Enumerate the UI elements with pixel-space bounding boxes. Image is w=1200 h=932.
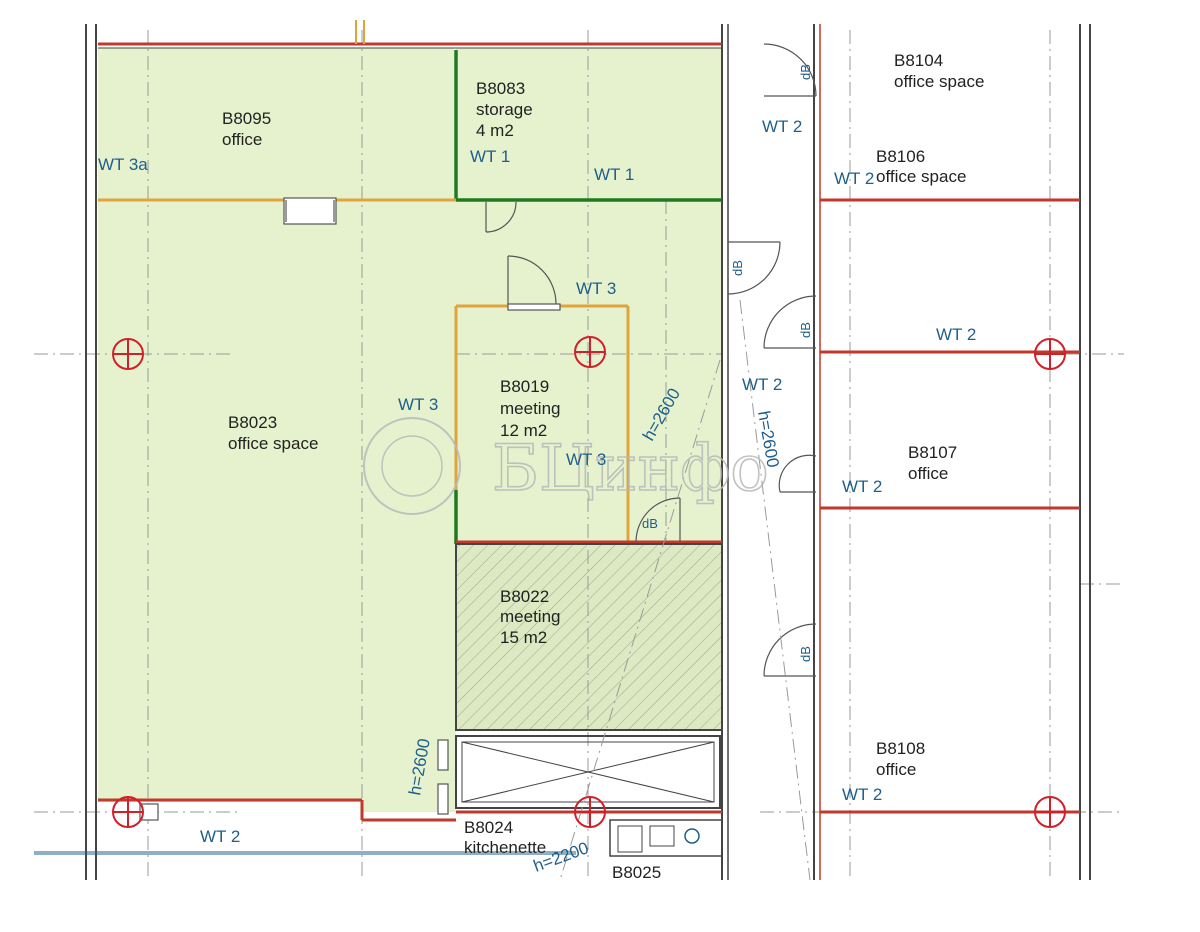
door-tags: dB dB dB dB dB (642, 64, 813, 662)
column-4 (112, 796, 144, 828)
room-b8083-code: B8083 (476, 79, 525, 98)
db-tag-2: dB (730, 260, 745, 276)
room-b8108-type: office (876, 760, 916, 779)
tag-wt2-b8107-top: WT 2 (936, 325, 976, 344)
doors (139, 20, 817, 821)
tag-wt1-storage: WT 1 (470, 147, 510, 166)
room-b8104-code: B8104 (894, 51, 943, 70)
db-tag-3: dB (798, 322, 813, 338)
room-b8095-code: B8095 (222, 109, 271, 128)
fill-corridor-strip (628, 306, 722, 542)
fill-b8083 (456, 48, 722, 200)
room-b8022-code: B8022 (500, 587, 549, 606)
column-2 (574, 336, 606, 368)
watermark-text: БЦинфо (492, 432, 769, 506)
tag-wt2-corridor-2: WT 2 (742, 375, 782, 394)
tag-wt1-top: WT 1 (594, 165, 634, 184)
room-b8019-area: 12 m2 (500, 421, 547, 440)
room-b8083-area: 4 m2 (476, 121, 514, 140)
room-fills (98, 48, 722, 812)
db-tag-4: dB (798, 646, 813, 662)
room-b8106-type: office space (876, 167, 966, 186)
room-b8024-type: kitchenette (464, 838, 546, 857)
tag-wt2-bottom-left: WT 2 (200, 827, 240, 846)
tag-wt3-inner: WT 3 (566, 450, 606, 469)
db-tag-5: dB (642, 516, 658, 531)
room-b8023-type: office space (228, 434, 318, 453)
db-tag-1: dB (798, 64, 813, 80)
fill-b8023 (98, 200, 722, 812)
room-b8025-code: B8025 (612, 863, 661, 882)
room-b8107-code: B8107 (908, 443, 957, 462)
fill-b8022 (456, 544, 722, 730)
room-b8023-code: B8023 (228, 413, 277, 432)
tag-wt3a: WT 3a (98, 155, 148, 174)
column-6 (1034, 796, 1066, 828)
tag-wt2-b8106: WT 2 (834, 169, 874, 188)
wall-type-tags: WT 3a WT 1 WT 1 WT 3 WT 3 WT 3 WT 2 WT 2… (98, 117, 976, 846)
b8022-frame (455, 543, 723, 731)
room-b8108-code: B8108 (876, 739, 925, 758)
tag-wt2-corridor-1: WT 2 (762, 117, 802, 136)
room-b8019-type: meeting (500, 399, 560, 418)
tag-wt2-b8107-bottom: WT 2 (842, 477, 882, 496)
room-b8083-type: storage (476, 100, 533, 119)
column-5 (574, 796, 606, 828)
grid-axes (34, 30, 1124, 880)
room-b8022-type: meeting (500, 607, 560, 626)
diagonal-axes (559, 299, 811, 881)
columns (112, 336, 1066, 828)
tag-wt3-left: WT 3 (398, 395, 438, 414)
tag-wt3-top: WT 3 (576, 279, 616, 298)
room-b8024-code: B8024 (464, 818, 513, 837)
kitchenette-counter (455, 735, 721, 809)
room-b8022-area: 15 m2 (500, 628, 547, 647)
fill-b8095 (98, 48, 454, 200)
external-walls (34, 24, 1091, 880)
room-b8107-type: office (908, 464, 948, 483)
room-b8019-code: B8019 (500, 377, 549, 396)
column-3 (1034, 338, 1066, 370)
room-b8104-type: office space (894, 72, 984, 91)
fill-b8019 (456, 306, 628, 542)
tag-wt2-b8108: WT 2 (842, 785, 882, 804)
room-b8095-type: office (222, 130, 262, 149)
watermark: БЦинфо (363, 417, 770, 515)
wt1-walls (454, 50, 722, 544)
room-labels: B8095 office B8083 storage 4 m2 B8023 of… (222, 51, 984, 882)
b8025-box (609, 819, 723, 857)
room-b8106-code: B8106 (876, 147, 925, 166)
column-1 (112, 338, 144, 370)
